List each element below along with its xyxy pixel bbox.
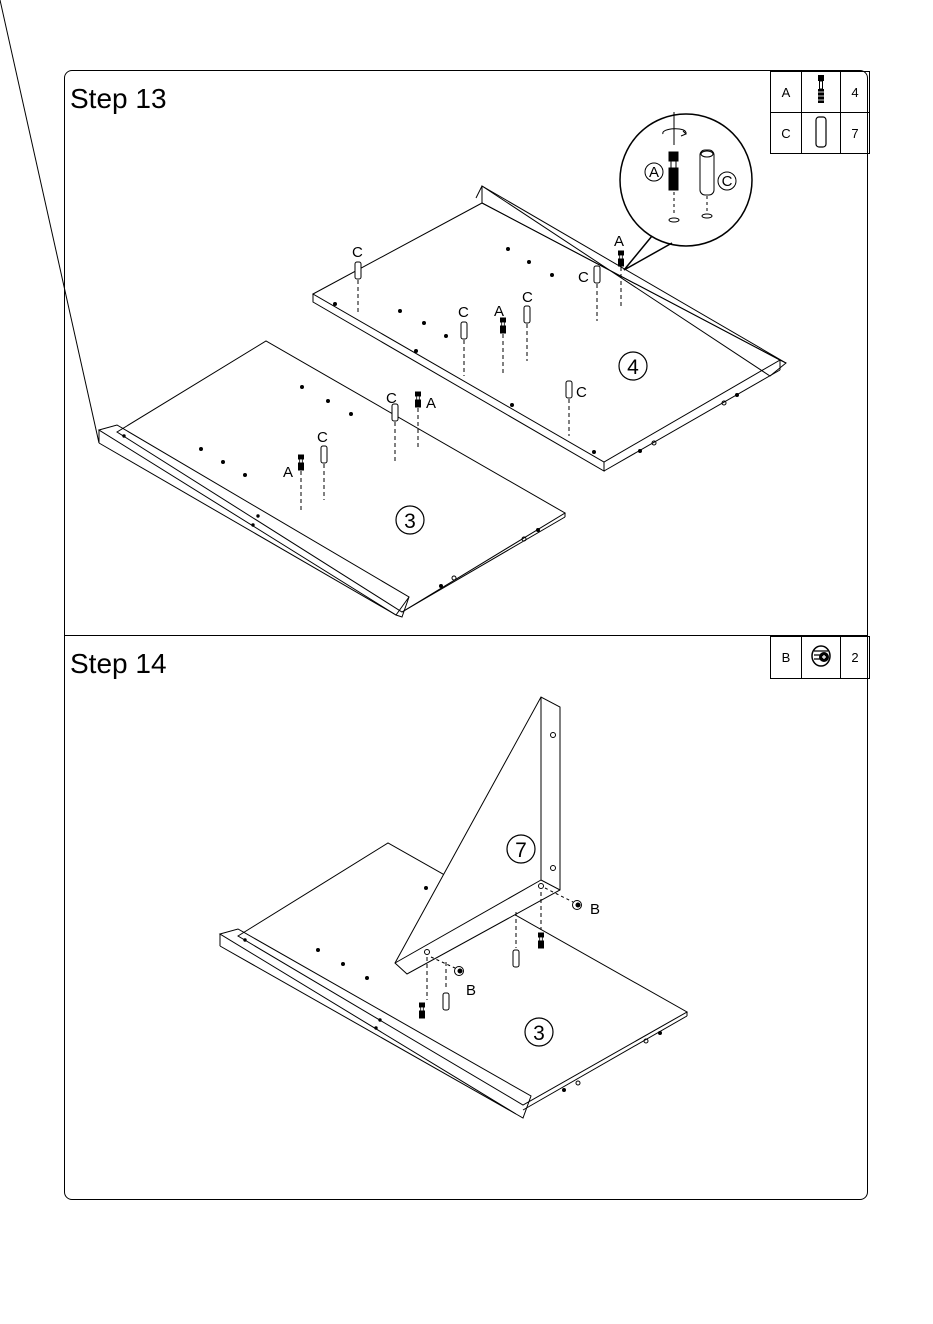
part-label: C xyxy=(386,390,397,407)
part-label: A xyxy=(614,233,624,250)
part-label: C xyxy=(352,244,363,261)
panel-number-7: 7 xyxy=(515,839,527,862)
part-label: C xyxy=(578,269,589,286)
detail-callout xyxy=(620,112,752,270)
panel-number-4: 4 xyxy=(627,356,639,379)
part-label: B xyxy=(466,982,476,999)
part-label: C xyxy=(522,289,533,306)
part-label: A xyxy=(283,464,293,481)
part-label: A xyxy=(426,395,436,412)
part-label: A xyxy=(494,303,504,320)
part-label: C xyxy=(576,384,587,401)
panel-number-3: 3 xyxy=(533,1022,545,1045)
detail-label-dowel: C xyxy=(722,173,733,190)
part-label: B xyxy=(590,901,600,918)
detail-label-bolt: A xyxy=(649,164,659,181)
panel-number-3: 3 xyxy=(404,510,416,533)
part-label: C xyxy=(458,304,469,321)
part-label: C xyxy=(317,429,328,446)
